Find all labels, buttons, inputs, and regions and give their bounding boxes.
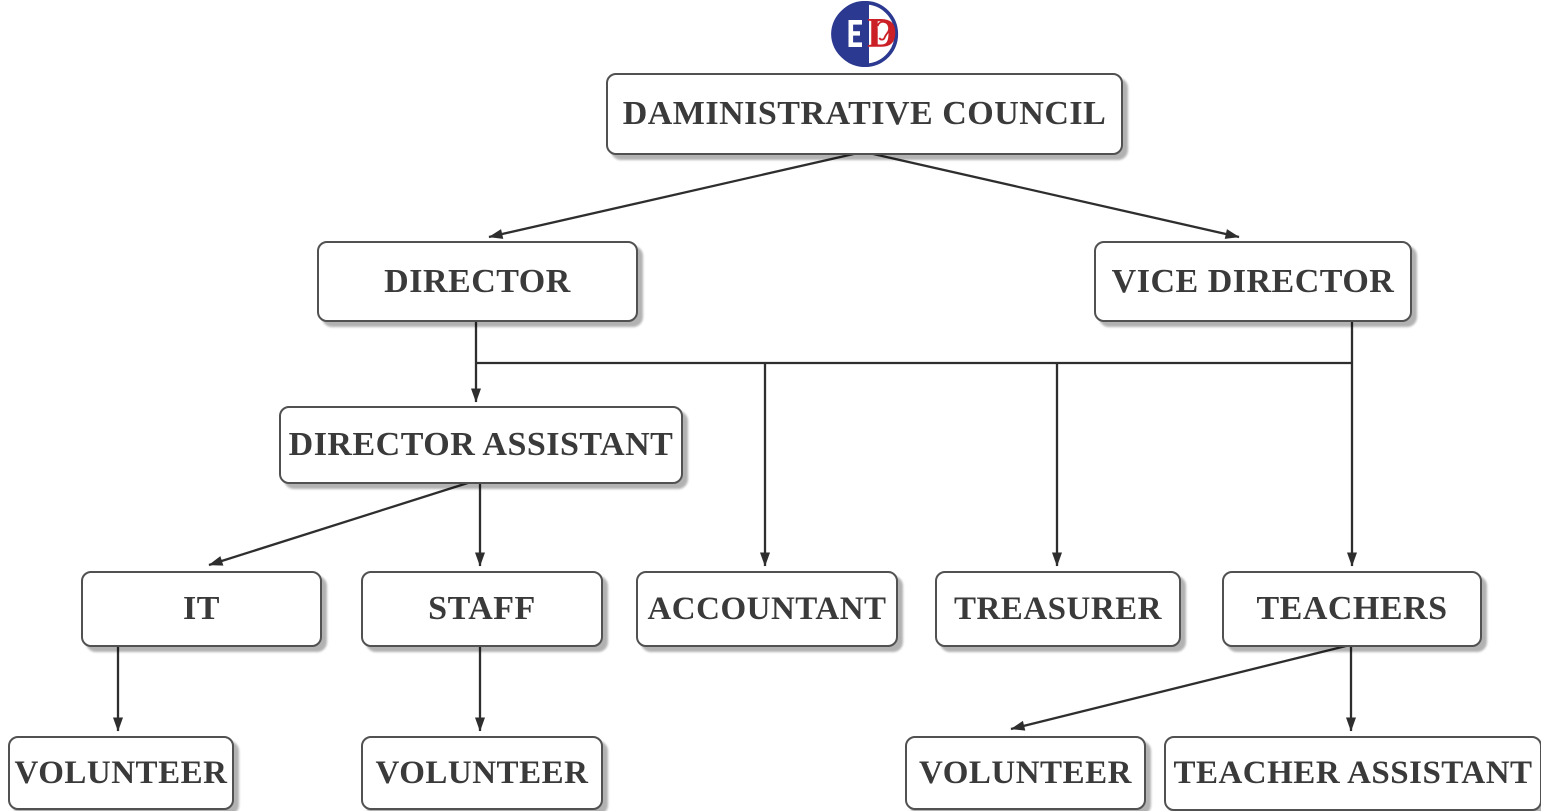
node-administrative-council: DAMINISTRATIVE COUNCIL [606, 73, 1123, 155]
node-volunteer-under-staff: VOLUNTEER [361, 736, 603, 810]
node-volunteer-under-it: VOLUNTEER [8, 736, 234, 810]
node-teacher-assistant: TEACHER ASSISTANT [1164, 736, 1541, 811]
node-vice-director: VICE DIRECTOR [1094, 241, 1412, 322]
node-director: DIRECTOR [317, 241, 638, 322]
ced-logo: D [831, 1, 899, 67]
edge-assistant-it [208, 479, 475, 567]
node-treasurer: TREASURER [935, 571, 1181, 647]
node-staff: STAFF [361, 571, 603, 647]
edge-council-director [488, 151, 859, 239]
logo-letter-e [848, 20, 862, 47]
node-volunteer-under-teachers: VOLUNTEER [905, 736, 1146, 810]
edge-teachers-volunteer [1010, 643, 1351, 731]
node-director-assistant: DIRECTOR ASSISTANT [279, 406, 683, 484]
node-it: IT [81, 571, 322, 647]
edge-council-vice-director [868, 151, 1240, 239]
node-accountant: ACCOUNTANT [636, 571, 898, 647]
ear-icon [876, 20, 890, 41]
node-teachers: TEACHERS [1222, 571, 1482, 647]
